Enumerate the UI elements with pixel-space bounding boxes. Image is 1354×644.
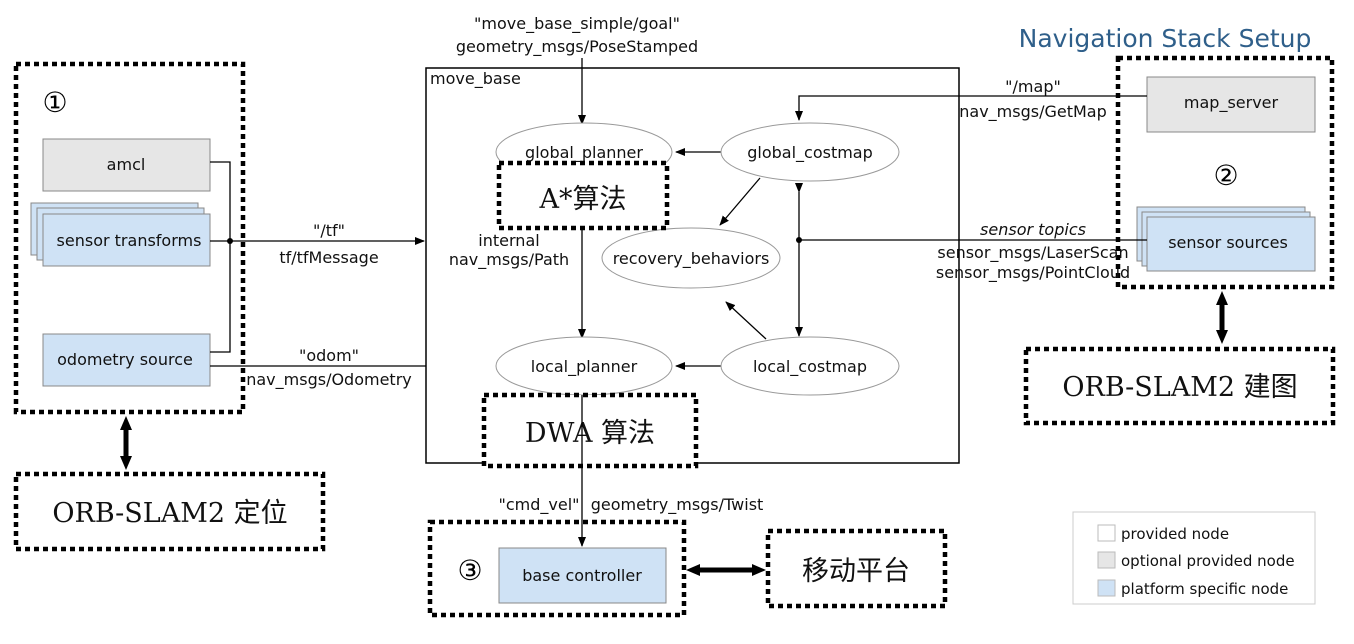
circle-2-marker: ② [1213, 159, 1238, 192]
goal-topic-label: "move_base_simple/goal" [474, 14, 680, 34]
global-costmap-to-recovery-arrow [719, 177, 761, 226]
internal-type-label: nav_msgs/Path [449, 250, 569, 270]
map-type-label: nav_msgs/GetMap [959, 102, 1107, 122]
base-controller-node [498, 547, 667, 604]
local-costmap-node [720, 336, 900, 396]
local-costmap-label: local_costmap [753, 357, 867, 377]
local-planner-label: local_planner [531, 357, 638, 377]
global-planner-label: global_planner [525, 143, 643, 163]
tf-bus-line [210, 161, 231, 353]
recovery-behaviors-node [601, 227, 781, 289]
dwa-frame [481, 392, 699, 469]
sensor-sources-label: sensor sources [1168, 233, 1288, 252]
legend-swatch-provided [1097, 524, 1116, 542]
odom-type-label: nav_msgs/Odometry [246, 370, 412, 390]
sensor-topic-label: sensor topics [980, 220, 1086, 239]
legend-provided-label: provided node [1121, 525, 1229, 543]
circle-1-marker: ① [42, 86, 67, 119]
orb-mapping-frame [1023, 346, 1336, 426]
diagram-title: Navigation Stack Setup [1019, 24, 1312, 53]
orb-mapping-label: ORB-SLAM2 建图 [1062, 372, 1297, 403]
legend-platform-label: platform specific node [1121, 580, 1288, 598]
goal-type-label: geometry_msgs/PoseStamped [456, 37, 698, 57]
group-2-frame [1115, 55, 1335, 290]
odom-topic-label: "odom" [299, 346, 359, 365]
circle-3-marker: ③ [457, 554, 482, 587]
global-costmap-node [720, 122, 900, 182]
move-base-label: move_base [430, 69, 521, 89]
orb-localization-frame [13, 471, 326, 552]
sensor-sources-node [1136, 206, 1316, 272]
legend-swatch-platform [1097, 579, 1116, 597]
map-server-node [1146, 76, 1316, 133]
cmd-vel-type-label: geometry_msgs/Twist [591, 495, 764, 515]
legend-optional-label: optional provided node [1121, 552, 1295, 570]
astar-label: A*算法 [539, 184, 627, 215]
sensor-transforms-node [30, 202, 211, 267]
tf-topic-label: "/tf" [313, 221, 345, 240]
local-costmap-to-recovery-arrow [725, 301, 767, 340]
amcl-node [42, 138, 211, 192]
cmd-vel-topic-label: "cmd_vel" [498, 495, 579, 515]
odometry-source-label: odometry source [57, 350, 193, 369]
map-topic-label: "/map" [1005, 77, 1061, 96]
sensor-junction-dot [796, 237, 802, 243]
internal-label: internal [478, 231, 539, 250]
astar-frame [496, 160, 670, 231]
mobile-platform-label: 移动平台 [802, 556, 910, 587]
tf-type-label: tf/tfMessage [279, 248, 378, 267]
sensor-type2-label: sensor_msgs/PointCloud [936, 263, 1130, 283]
recovery-behaviors-label: recovery_behaviors [613, 249, 770, 269]
dwa-label: DWA 算法 [525, 418, 655, 449]
group-1-frame [13, 61, 246, 415]
orb-localization-label: ORB-SLAM2 定位 [52, 498, 287, 529]
amcl-label: amcl [107, 155, 146, 174]
global-costmap-label: global_costmap [747, 143, 873, 163]
map-arrow [795, 95, 1147, 121]
legend-swatch-optional [1097, 551, 1116, 569]
base-controller-label: base controller [522, 566, 642, 585]
sensor-type1-label: sensor_msgs/LaserScan [937, 243, 1128, 263]
map-server-label: map_server [1184, 93, 1279, 113]
sensor-transforms-label: sensor transforms [57, 231, 202, 250]
odometry-source-node [42, 333, 211, 387]
group-3-frame [427, 519, 687, 618]
